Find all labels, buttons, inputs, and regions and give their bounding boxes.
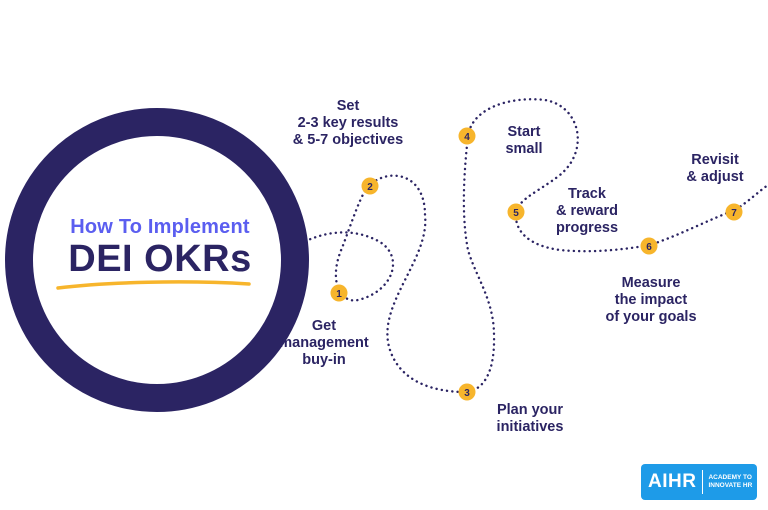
step-label-1: Get management buy-in [279, 318, 369, 368]
logo-tagline: ACADEMY TO INNOVATE HR [708, 474, 753, 489]
step-label-7: Revisit & adjust [686, 152, 744, 185]
step-marker-6: 6 [640, 237, 658, 255]
step-label-3: Plan your initiatives [496, 402, 564, 435]
step-number-3: 3 [464, 388, 470, 399]
step-number-6: 6 [646, 242, 652, 253]
step-marker-2: 2 [361, 177, 379, 195]
step-number-7: 7 [731, 208, 737, 219]
title-main: DEI OKRs [68, 238, 252, 280]
logo-divider [702, 470, 704, 494]
step-label-4: Start small [505, 124, 543, 157]
step-number-1: 1 [336, 289, 342, 300]
step-marker-7: 7 [725, 203, 743, 221]
dotted-path [285, 98, 768, 394]
step-label-5: Track & reward progress [555, 186, 619, 236]
title-underline [56, 280, 251, 290]
logo-wordmark: AIHR [648, 471, 697, 492]
step-marker-1: 1 [330, 284, 348, 302]
step-number-5: 5 [513, 208, 519, 219]
step-number-4: 4 [464, 132, 470, 143]
aihr-logo: AIHR ACADEMY TO INNOVATE HR [641, 464, 757, 500]
title-subtitle: How To Implement [70, 216, 250, 238]
step-label-2: Set 2-3 key results & 5-7 objectives [292, 98, 404, 148]
step-marker-4: 4 [458, 127, 476, 145]
step-marker-5: 5 [507, 203, 525, 221]
step-label-6: Measure the impact of your goals [605, 275, 697, 325]
step-number-2: 2 [367, 182, 373, 193]
step-marker-3: 3 [458, 383, 476, 401]
